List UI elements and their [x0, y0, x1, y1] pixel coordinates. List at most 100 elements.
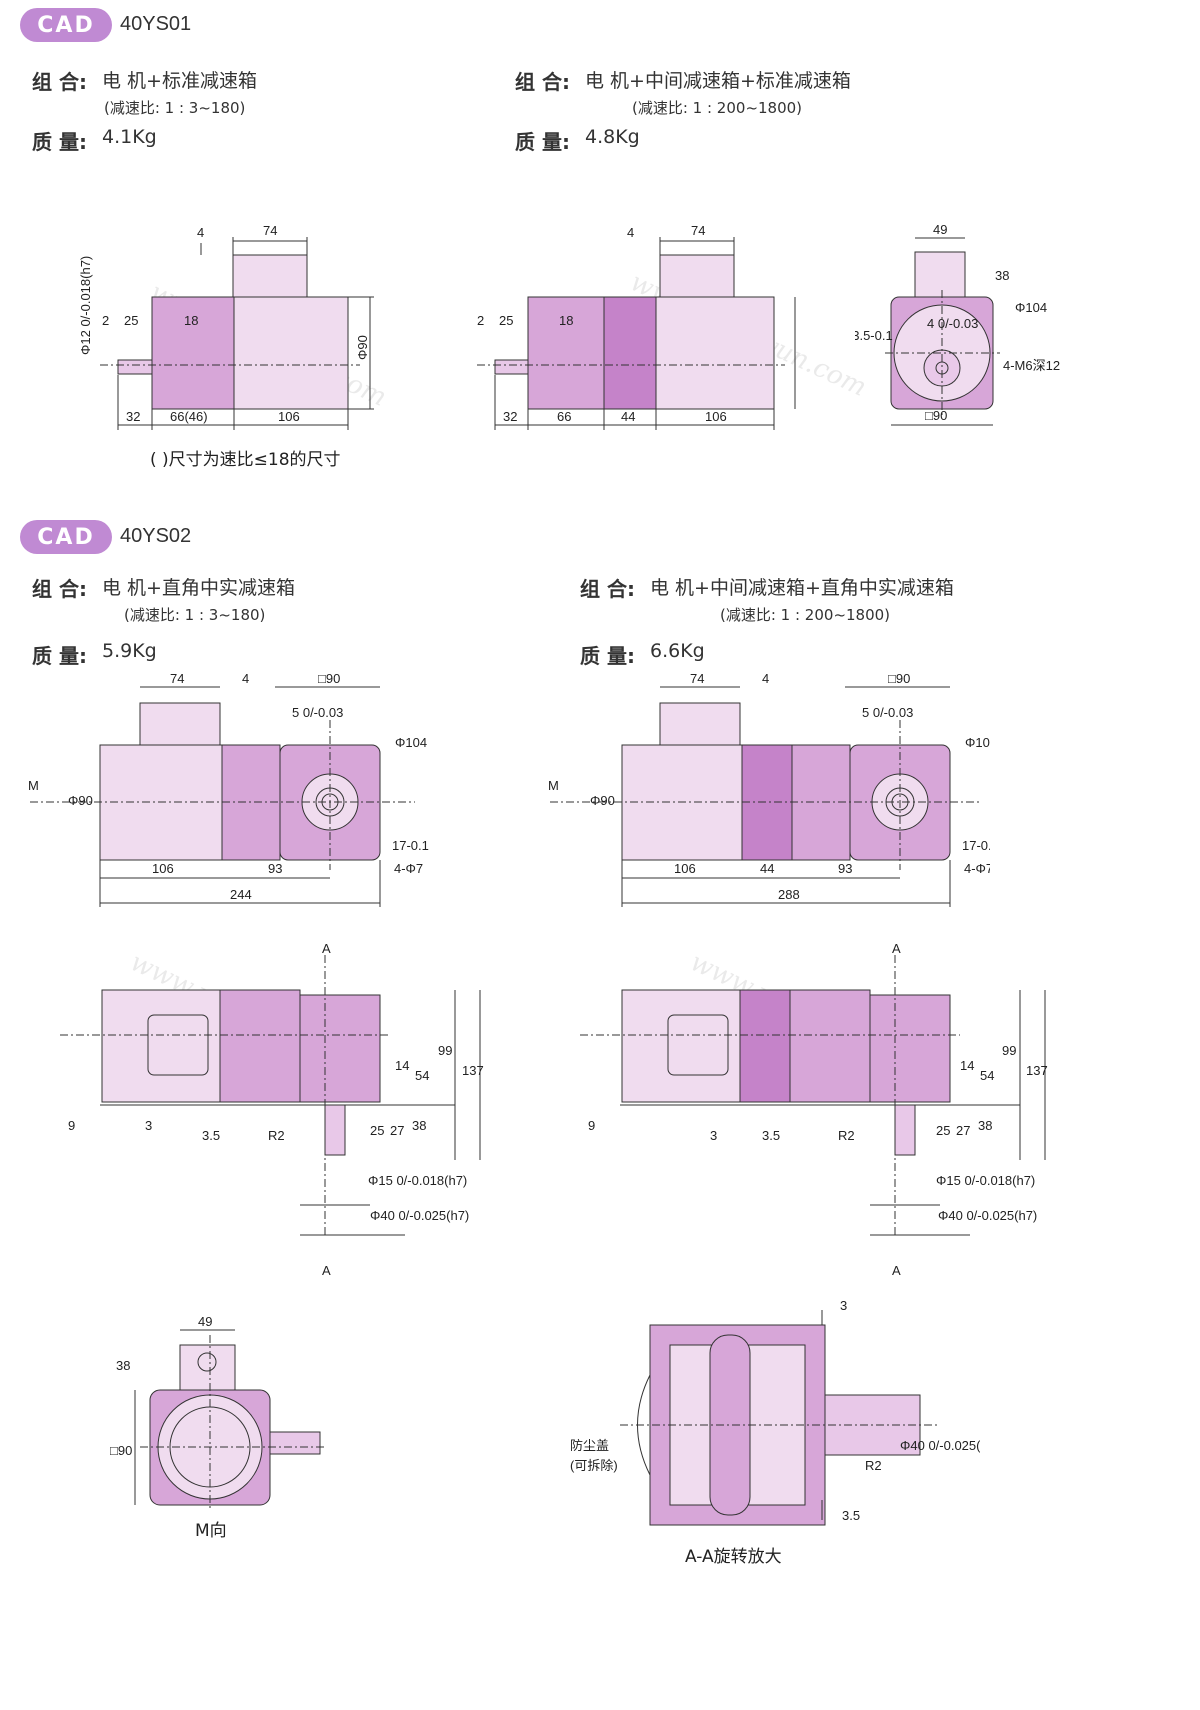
- dim-54: 54: [980, 1068, 994, 1083]
- drawing-40ys01-intermediate: 4 74 32 66 44 106 25 2 18: [477, 223, 796, 430]
- dim-74: 74: [170, 671, 184, 686]
- dim-25: 25: [124, 313, 138, 328]
- dim-44: 44: [760, 861, 774, 876]
- dim-66: 66: [557, 409, 571, 424]
- mass-label: 质 量:: [32, 644, 87, 668]
- label-a-top: A: [322, 941, 331, 956]
- dim-4: 4: [627, 225, 634, 240]
- dim-99: 99: [1002, 1043, 1016, 1058]
- dim-137: 137: [1026, 1063, 1048, 1078]
- dim-phi104: Φ104: [1015, 300, 1047, 315]
- mass-value: 4.8Kg: [585, 126, 640, 148]
- model-code-1: 40YS01: [120, 13, 192, 35]
- dim-17: 17-0.1: [392, 838, 429, 853]
- ratio-text: (减速比: 1 : 3~180): [104, 99, 246, 117]
- output-shaft: [117, 359, 153, 375]
- dim-r2: R2: [865, 1458, 882, 1473]
- dim-14: 14: [960, 1058, 974, 1073]
- dim-32: 32: [503, 409, 517, 424]
- dim-2: 2: [477, 313, 484, 328]
- dim-m6: 4-M6深12: [1003, 358, 1060, 373]
- dim-25: 25: [936, 1123, 950, 1138]
- dim-25: 25: [370, 1123, 384, 1138]
- dim-4: 4: [197, 225, 204, 240]
- dim-phi90: Φ90: [590, 793, 615, 808]
- dim-93: 93: [268, 861, 282, 876]
- mass-value: 4.1Kg: [102, 126, 157, 148]
- dim-phi90: Φ90: [68, 793, 93, 808]
- drawing-40ys02-front: 74 4 □90 5 0/-0.03 Φ104 M Φ90 106 93 244…: [28, 671, 429, 907]
- dim-99: 99: [438, 1043, 452, 1058]
- dim-17: 17-0.1: [962, 838, 990, 853]
- drawing-40ys01-standard: 4 74 32 66(46) 106 25 2 18 Φ90 Φ12 0/-0.…: [78, 223, 374, 470]
- dim-38: 38: [995, 268, 1009, 283]
- combo-label: 组 合:: [580, 577, 635, 601]
- dim-4: 4: [242, 671, 249, 686]
- dim-phi90: Φ90: [355, 335, 370, 360]
- cad-badge-2[interactable]: CAD: [20, 520, 112, 554]
- label-removable: (可拆除): [570, 1458, 618, 1473]
- dim-shaft12: Φ12 0/-0.018(h7): [78, 256, 93, 355]
- drawing-40ys01-end-view: 49 38 Φ104 4 0/-0.03 4-M6深12 □90 13.5-0.…: [855, 222, 1060, 426]
- dim-14: 14: [395, 1058, 409, 1073]
- drawing-aa-section: 3 Φ40 0/-0.025(h7) R2 3.5 防尘盖 (可拆除) A-A旋…: [570, 1298, 980, 1567]
- label-dust-cover: 防尘盖: [570, 1438, 609, 1453]
- dim-49: 49: [933, 222, 947, 237]
- dim-3: 3: [710, 1128, 717, 1143]
- dim-106: 106: [674, 861, 696, 876]
- combo-value: 电 机+中间减速箱+标准减速箱: [585, 70, 851, 92]
- dim-74: 74: [690, 671, 704, 686]
- note-ratio-18: ( )尺寸为速比≤18的尺寸: [150, 450, 341, 470]
- dim-4-003: 4 0/-0.03: [927, 316, 978, 331]
- label-a-bottom: A: [892, 1263, 901, 1278]
- dim-106: 106: [152, 861, 174, 876]
- dim-phi40: Φ40 0/-0.025(h7): [938, 1208, 1037, 1223]
- combo-label: 组 合:: [515, 70, 570, 94]
- dim-2: 2: [102, 313, 109, 328]
- ratio-text: (减速比: 1 : 3~180): [124, 606, 266, 624]
- dim-3: 3: [840, 1298, 847, 1313]
- dim-sq90: □90: [925, 408, 947, 423]
- dim-phi104: Φ104: [965, 735, 990, 750]
- ratio-text: (减速比: 1 : 200~1800): [720, 606, 891, 624]
- dim-137: 137: [462, 1063, 484, 1078]
- dim-38: 38: [978, 1118, 992, 1133]
- dim-18: 18: [559, 313, 573, 328]
- terminal-box: [232, 254, 308, 298]
- combo-label: 组 合:: [32, 70, 87, 94]
- dim-sq90: □90: [888, 671, 910, 686]
- combo-value: 电 机+中间减速箱+直角中实减速箱: [650, 577, 954, 599]
- dim-38: 38: [116, 1358, 130, 1373]
- mass-label: 质 量:: [515, 130, 570, 154]
- dim-sq90: □90: [110, 1443, 132, 1458]
- dim-106: 106: [705, 409, 727, 424]
- dim-phi104: Φ104: [395, 735, 427, 750]
- dim-5-003: 5 0/-0.03: [862, 705, 913, 720]
- dim-27: 27: [390, 1123, 404, 1138]
- dim-sq90: □90: [318, 671, 340, 686]
- dim-27: 27: [956, 1123, 970, 1138]
- combo-value: 电 机+直角中实减速箱: [102, 577, 295, 599]
- dim-phi15: Φ15 0/-0.018(h7): [368, 1173, 467, 1188]
- drawing-m-view: 49 38 □90 M向: [110, 1314, 325, 1541]
- dim-4-phi7: 4-Φ7: [394, 861, 423, 876]
- label-aa-view: A-A旋转放大: [685, 1547, 782, 1567]
- label-m: M: [28, 778, 39, 793]
- dim-3-5: 3.5: [762, 1128, 780, 1143]
- dim-288: 288: [778, 887, 800, 902]
- label-m: M: [548, 778, 559, 793]
- label-m-view: M向: [195, 1521, 227, 1541]
- combo-value: 电 机+标准减速箱: [102, 70, 257, 92]
- ratio-text: (减速比: 1 : 200~1800): [632, 99, 803, 117]
- mass-value: 6.6Kg: [650, 640, 705, 662]
- cad-badge-1[interactable]: CAD: [20, 8, 112, 42]
- dim-9: 9: [588, 1118, 595, 1133]
- dim-phi40: Φ40 0/-0.025(h7): [370, 1208, 469, 1223]
- dim-49: 49: [198, 1314, 212, 1329]
- dim-135: 13.5-0.1: [855, 328, 893, 343]
- dim-phi15: Φ15 0/-0.018(h7): [936, 1173, 1035, 1188]
- dim-93: 93: [838, 861, 852, 876]
- dim-74: 74: [263, 223, 277, 238]
- model-code-2: 40YS02: [120, 525, 192, 547]
- dim-phi40-aa: Φ40 0/-0.025(h7): [900, 1438, 980, 1453]
